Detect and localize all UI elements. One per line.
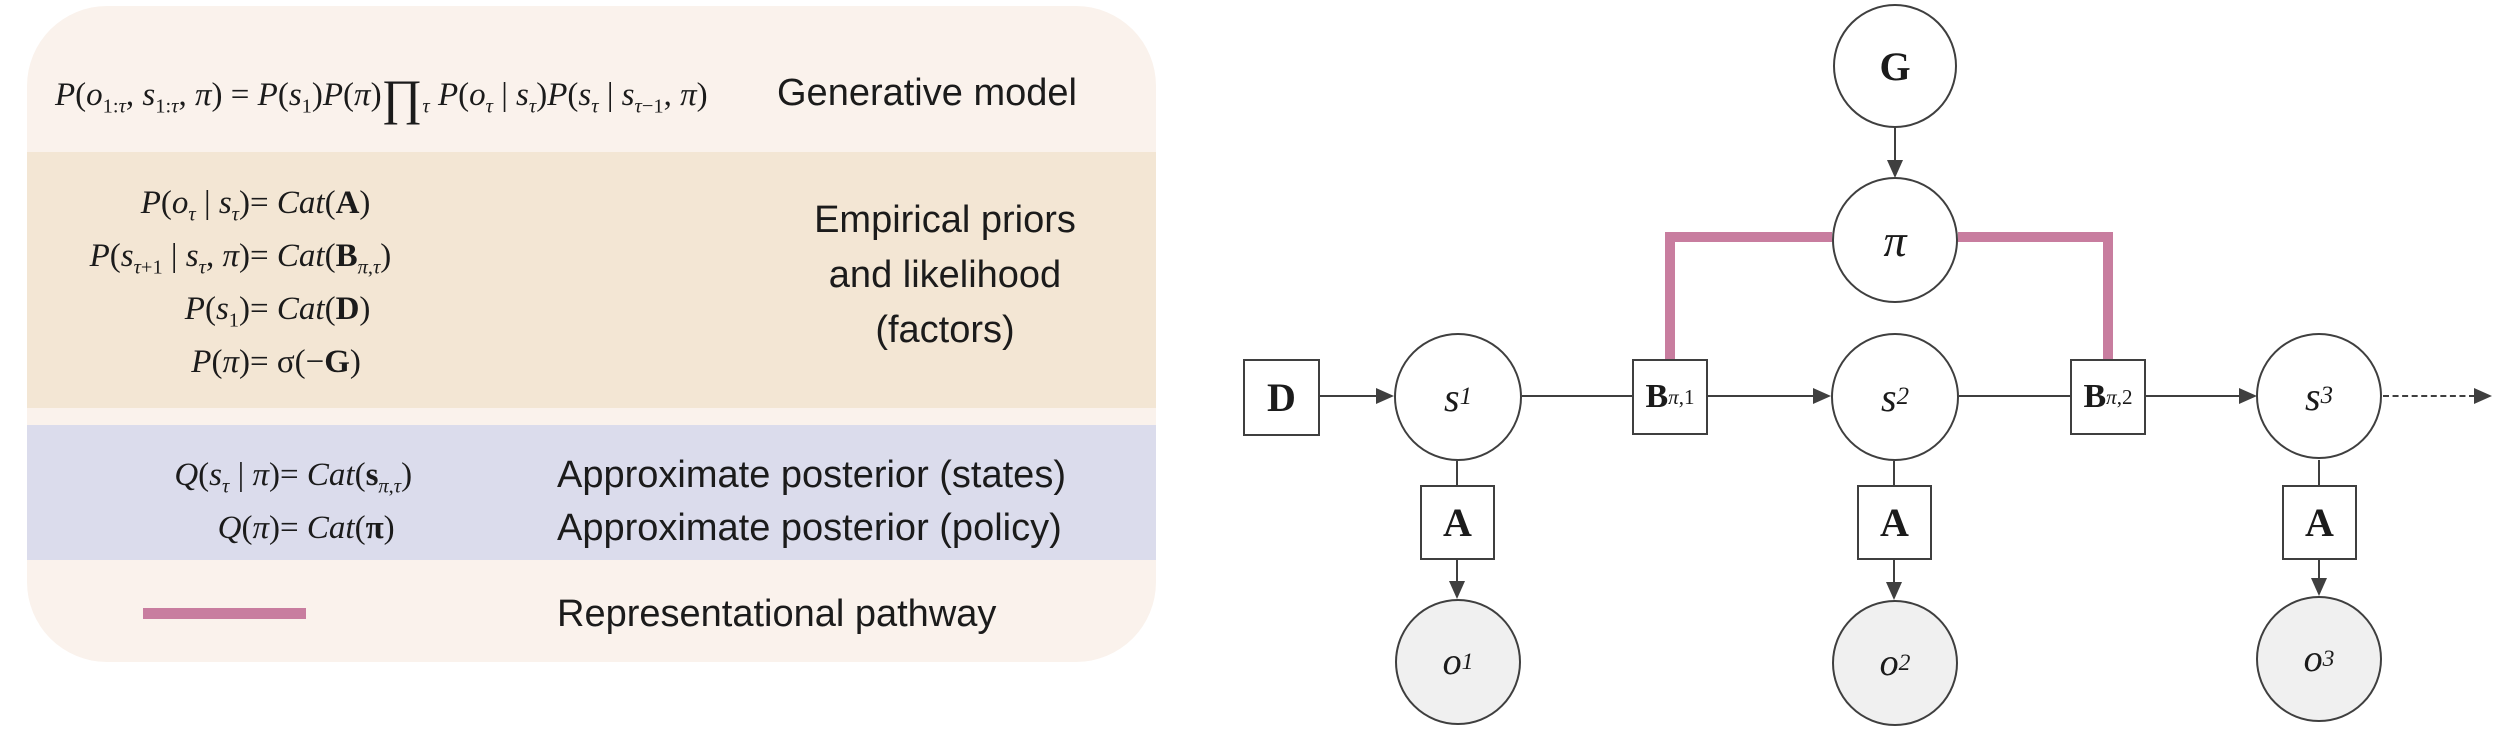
pathway-right-vertical (2103, 232, 2113, 359)
generative-model-label: Generative model (777, 72, 1077, 114)
equation-rhs: = Cat(Bπ,τ) (250, 238, 392, 279)
empirical-priors-label: Empirical priors and likelihood (factors… (695, 193, 1195, 358)
posterior-equations: Q(sτ | π) = Cat(sπ,τ) Q(π) = Cat(π) (60, 449, 412, 555)
edge-a3-o3 (2318, 560, 2320, 579)
equation-lhs: P(sτ+1 | sτ, π) (89, 238, 250, 279)
arrowhead-d-s1 (1376, 388, 1394, 404)
equation-lhs: Q(π) (217, 510, 280, 546)
generative-model-equation: P(o1:τ, s1:τ, π) = P(s1)P(π)∏τ P(oτ | sτ… (55, 70, 708, 125)
posterior-states-label: Approximate posterior (states) (557, 454, 1066, 496)
likelihood-equation: P(oτ | sτ) = Cat(A) (40, 177, 391, 230)
empirical-priors-label-line1: Empirical priors (814, 199, 1076, 241)
edge-s1-b1 (1522, 395, 1632, 397)
a1-node: A (1420, 485, 1495, 560)
equation-lhs: P(oτ | sτ) (140, 185, 250, 226)
policy-prior-equation: P(π) = σ(−G) (40, 336, 391, 389)
initial-state-equation: P(s1) = Cat(D) (40, 283, 391, 336)
pathway-left-horizontal (1665, 232, 1832, 242)
edge-a1-o1 (1456, 560, 1458, 582)
empirical-priors-label-line3: (factors) (875, 309, 1015, 351)
equation-rhs: = Cat(A) (250, 185, 371, 221)
posterior-policy-equation: Q(π) = Cat(π) (60, 502, 412, 555)
posterior-policy-label: Approximate posterior (policy) (557, 507, 1062, 549)
edge-d-s1 (1320, 395, 1378, 397)
equation-rhs: = Cat(D) (250, 291, 371, 327)
edge-s3-a3 (2318, 460, 2320, 485)
edge-a2-o2 (1893, 560, 1895, 582)
empirical-priors-equations: P(oτ | sτ) = Cat(A) P(sτ+1 | sτ, π) = Ca… (40, 177, 392, 389)
edge-s2-b2 (1959, 395, 2070, 397)
edge-s2-a2 (1893, 461, 1895, 485)
d-node: D (1243, 359, 1320, 436)
edge-g-pi (1894, 128, 1896, 162)
arrowhead-a2-o2 (1886, 582, 1902, 600)
arrowhead-a1-o1 (1449, 581, 1465, 599)
edge-b2-s3 (2146, 395, 2240, 397)
equation-lhs: Q(sτ | π) (174, 457, 280, 498)
equation-rhs: = Cat(π) (280, 510, 395, 546)
empirical-priors-band (27, 152, 1156, 408)
arrowhead-b1-s2 (1813, 388, 1831, 404)
equation-lhs: P(s1) (184, 291, 250, 332)
transition-equation: P(sτ+1 | sτ, π) = Cat(Bπ,τ) (40, 230, 392, 283)
arrowhead-b2-s3 (2239, 388, 2257, 404)
pathway-right-horizontal (1958, 232, 2113, 242)
arrowhead-a3-o3 (2311, 578, 2327, 596)
edge-s3-future-dashed (2383, 395, 2475, 397)
g-node: G (1833, 4, 1957, 128)
edge-s1-a1 (1456, 461, 1458, 485)
legend-panel: P(o1:τ, s1:τ, π) = P(s1)P(π)∏τ P(oτ | sτ… (27, 6, 1156, 662)
a2-node: A (1857, 485, 1932, 560)
empirical-priors-label-line2: and likelihood (828, 254, 1062, 296)
edge-b1-s2 (1708, 395, 1814, 397)
equation-rhs: = Cat(sπ,τ) (280, 457, 413, 498)
pathway-left-vertical (1665, 232, 1675, 359)
representational-pathway-swatch (143, 608, 306, 619)
posterior-band (27, 425, 1156, 560)
posterior-states-equation: Q(sτ | π) = Cat(sπ,τ) (60, 449, 412, 502)
arrowhead-s3-future (2474, 388, 2492, 404)
pi-node: π (1832, 177, 1958, 303)
a3-node: A (2282, 485, 2357, 560)
representational-pathway-label: Representational pathway (557, 593, 997, 635)
equation-rhs: = σ(−G) (250, 344, 361, 380)
arrowhead-g-pi (1887, 160, 1903, 178)
equation-lhs: P(π) (191, 344, 250, 380)
